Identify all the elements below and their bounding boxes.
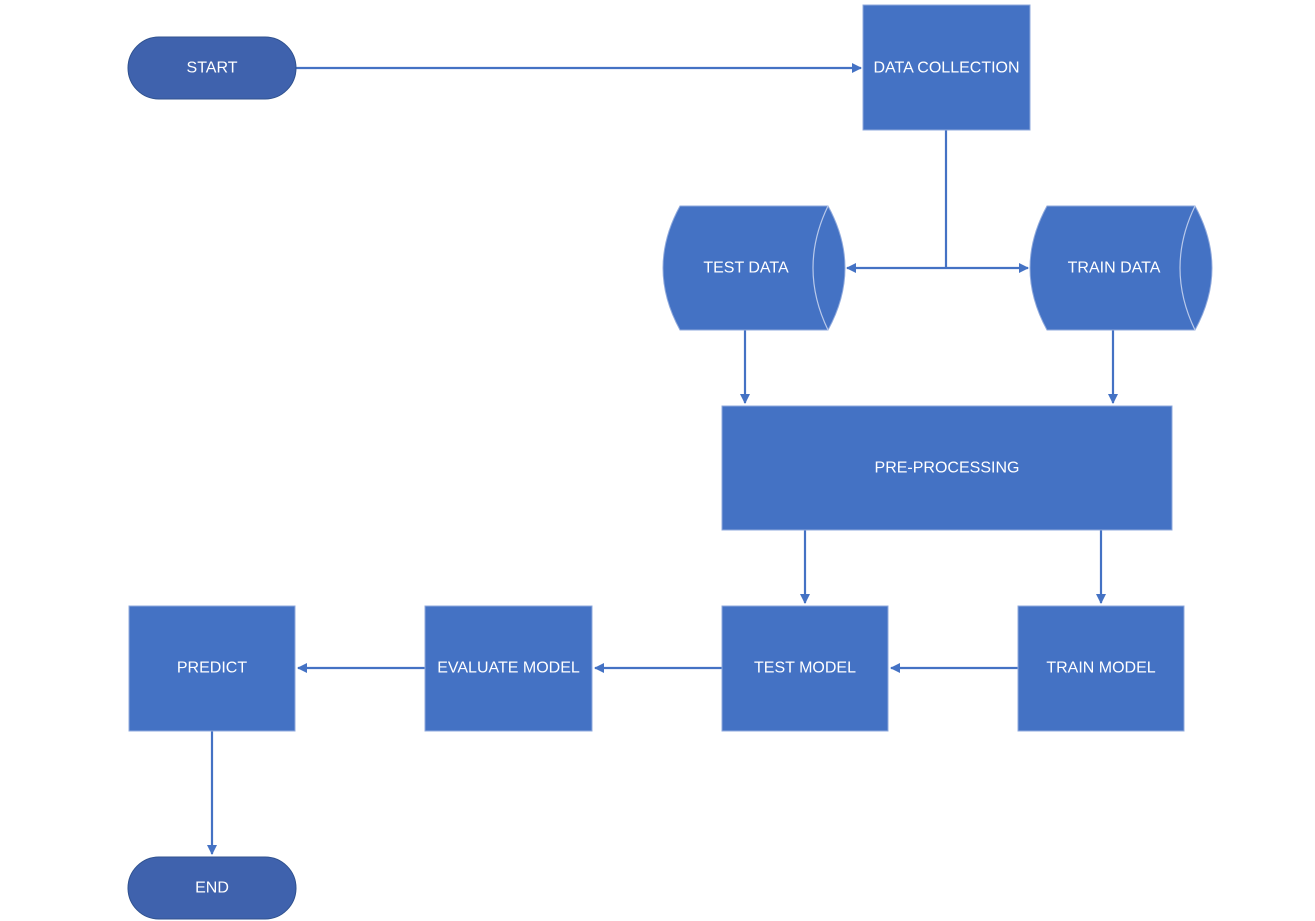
start-node[interactable]: START [127,36,297,100]
data-collection-node[interactable]: DATA COLLECTION [862,4,1031,131]
test-data-node[interactable]: TEST DATA [662,205,846,331]
pre-processing-node[interactable]: PRE-PROCESSING [721,405,1173,531]
test-model-label: TEST MODEL [754,660,856,677]
evaluate-model-label: EVALUATE MODEL [437,660,580,677]
end-node[interactable]: END [127,856,297,920]
end-label: END [195,880,229,897]
train-data-label: TRAIN DATA [1068,260,1161,277]
predict-node[interactable]: PREDICT [128,605,296,732]
data-collection-label: DATA COLLECTION [873,60,1019,77]
pre-processing-label: PRE-PROCESSING [875,460,1020,477]
train-model-label: TRAIN MODEL [1046,660,1155,677]
train-data-node[interactable]: TRAIN DATA [1029,205,1213,331]
evaluate-model-node[interactable]: EVALUATE MODEL [424,605,593,732]
test-data-label: TEST DATA [703,260,789,277]
test-model-node[interactable]: TEST MODEL [721,605,889,732]
train-model-node[interactable]: TRAIN MODEL [1017,605,1185,732]
start-label: START [187,60,238,77]
edges [207,63,1118,855]
predict-label: PREDICT [177,660,247,677]
